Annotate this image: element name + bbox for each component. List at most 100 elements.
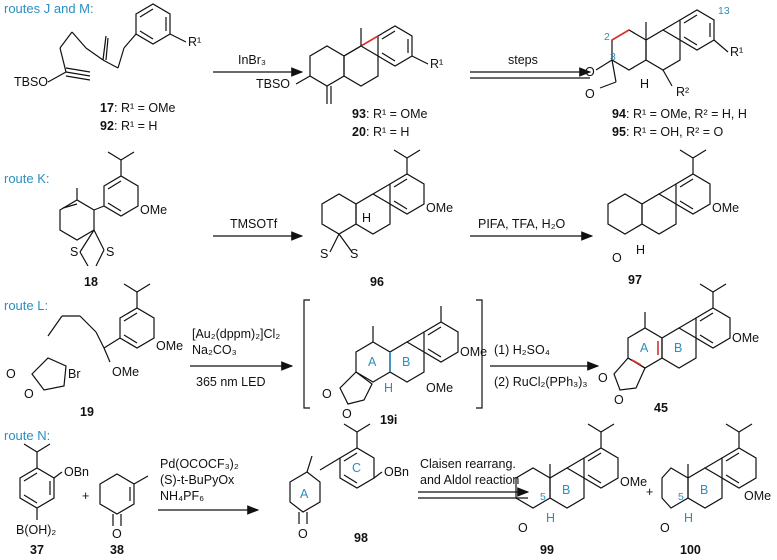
structure-18 bbox=[59, 151, 139, 267]
structure-37 bbox=[19, 443, 63, 520]
structure-97 bbox=[607, 149, 711, 235]
p96-s2: S bbox=[350, 247, 358, 261]
p100-n5: 5 bbox=[678, 491, 684, 503]
plus-2: + bbox=[646, 485, 653, 499]
label-96: 96 bbox=[370, 275, 384, 289]
label-19i: 19i bbox=[380, 413, 397, 427]
bracket-left bbox=[303, 299, 310, 409]
step-ru: (2) RuCl₂(PPh₃)₃ bbox=[494, 375, 588, 389]
p99-o: O bbox=[518, 521, 528, 535]
reagent-inbr3: InBr₃ bbox=[238, 53, 266, 67]
step-h2so4: (1) H₂SO₄ bbox=[494, 343, 550, 357]
p99-h: H bbox=[546, 511, 555, 525]
label-45: 45 bbox=[654, 401, 668, 415]
label-94: 94 bbox=[612, 107, 626, 121]
p94-o1: O bbox=[585, 65, 595, 79]
structure-94 bbox=[595, 9, 729, 89]
p98-o: O bbox=[298, 527, 308, 541]
label-92-desc: : R¹ = H bbox=[114, 119, 157, 133]
sm19-ome-b: OMe bbox=[112, 365, 139, 379]
reagent-led: 365 nm LED bbox=[196, 375, 265, 389]
label-98: 98 bbox=[354, 531, 368, 545]
p96-ome: OMe bbox=[426, 201, 453, 215]
route-label-n: route N: bbox=[4, 428, 50, 443]
p93-r1: R¹ bbox=[430, 57, 443, 71]
label-17-desc: : R¹ = OMe bbox=[114, 101, 176, 115]
p100-ring-b: B bbox=[700, 483, 708, 497]
sm38-o: O bbox=[112, 527, 122, 541]
label-95-desc: : R¹ = OH, R² = O bbox=[626, 125, 724, 139]
sm17-r1: R¹ bbox=[188, 35, 201, 49]
p94-n13: 13 bbox=[718, 5, 730, 17]
p45-ring-a: A bbox=[640, 341, 649, 355]
structure-98 bbox=[289, 423, 383, 524]
p94-h: H bbox=[640, 77, 649, 91]
p94-r2: R² bbox=[676, 85, 689, 99]
p94-o2: O bbox=[585, 87, 595, 101]
p98-ring-a: A bbox=[300, 487, 309, 501]
label-20: 20 bbox=[352, 125, 366, 139]
label-38: 38 bbox=[110, 543, 124, 557]
sm19-br: Br bbox=[68, 367, 81, 381]
reagent-nh4pf6: NH₄PF₆ bbox=[160, 489, 204, 503]
p100-o: O bbox=[660, 521, 670, 535]
label-94-desc: : R¹ = OMe, R² = H, H bbox=[626, 107, 747, 121]
p45-ring-b: B bbox=[674, 341, 682, 355]
label-99: 99 bbox=[540, 543, 554, 557]
route-label-k: route K: bbox=[4, 171, 50, 186]
label-92: 92 bbox=[100, 119, 114, 133]
p96-s1: S bbox=[320, 247, 328, 261]
sm19-ome: OMe bbox=[156, 339, 183, 353]
structure-96 bbox=[321, 149, 425, 253]
plus-1: + bbox=[82, 489, 89, 503]
structure-19 bbox=[31, 283, 155, 391]
int-ome: OMe bbox=[460, 345, 487, 359]
reagent-pyox: (S)-t-BuPyOx bbox=[160, 473, 235, 487]
label-95: 95 bbox=[612, 125, 626, 139]
sm19-o1: O bbox=[6, 367, 16, 381]
label-20-desc: : R¹ = H bbox=[366, 125, 409, 139]
structure-38 bbox=[99, 473, 149, 526]
route-label-l: route L: bbox=[4, 298, 48, 313]
sm18-s1: S bbox=[106, 245, 114, 259]
p97-h: H bbox=[636, 243, 645, 257]
int-ome2: OMe bbox=[426, 381, 453, 395]
p45-o1: O bbox=[598, 371, 608, 385]
p45-o2: O bbox=[614, 393, 624, 407]
reagent-na2co3: Na₂CO₃ bbox=[192, 343, 237, 357]
sm37-obn: OBn bbox=[64, 465, 89, 479]
p98-obn: OBn bbox=[384, 465, 409, 479]
label-93-desc: : R¹ = OMe bbox=[366, 107, 428, 121]
p45-ome: OMe bbox=[732, 331, 759, 345]
p100-h: H bbox=[684, 511, 693, 525]
p100-ome: OMe bbox=[744, 489, 771, 503]
label-37: 37 bbox=[30, 543, 44, 557]
int-h: H bbox=[384, 381, 393, 395]
label-97: 97 bbox=[628, 273, 642, 287]
p97-o: O bbox=[612, 251, 622, 265]
p97-ome: OMe bbox=[712, 201, 739, 215]
reagent-tmsotf: TMSOTf bbox=[230, 217, 278, 231]
structure-19i bbox=[339, 306, 459, 405]
sm37-boh: B(OH)₂ bbox=[16, 523, 56, 537]
p99-n5: 5 bbox=[540, 491, 546, 503]
cond-claisen: Claisen rearrang. bbox=[420, 457, 516, 471]
label-93: 93 bbox=[352, 107, 366, 121]
p93-tbso: TBSO bbox=[256, 77, 290, 91]
int-o2: O bbox=[342, 407, 352, 421]
label-19: 19 bbox=[80, 405, 94, 419]
reagent-pd: Pd(OCOCF₃)₂ bbox=[160, 457, 239, 471]
p94-r1: R¹ bbox=[730, 45, 743, 59]
int-ring-a: A bbox=[368, 355, 377, 369]
int-ring-b: B bbox=[402, 355, 410, 369]
structure-17 bbox=[47, 3, 187, 83]
reagent-pifa: PIFA, TFA, H₂O bbox=[478, 217, 566, 231]
sm18-ome: OMe bbox=[140, 203, 167, 217]
label-18: 18 bbox=[84, 275, 98, 289]
reagent-steps: steps bbox=[508, 53, 538, 67]
label-17: 17 bbox=[100, 101, 114, 115]
structure-45 bbox=[613, 283, 731, 391]
sm18-s2: S bbox=[70, 245, 78, 259]
